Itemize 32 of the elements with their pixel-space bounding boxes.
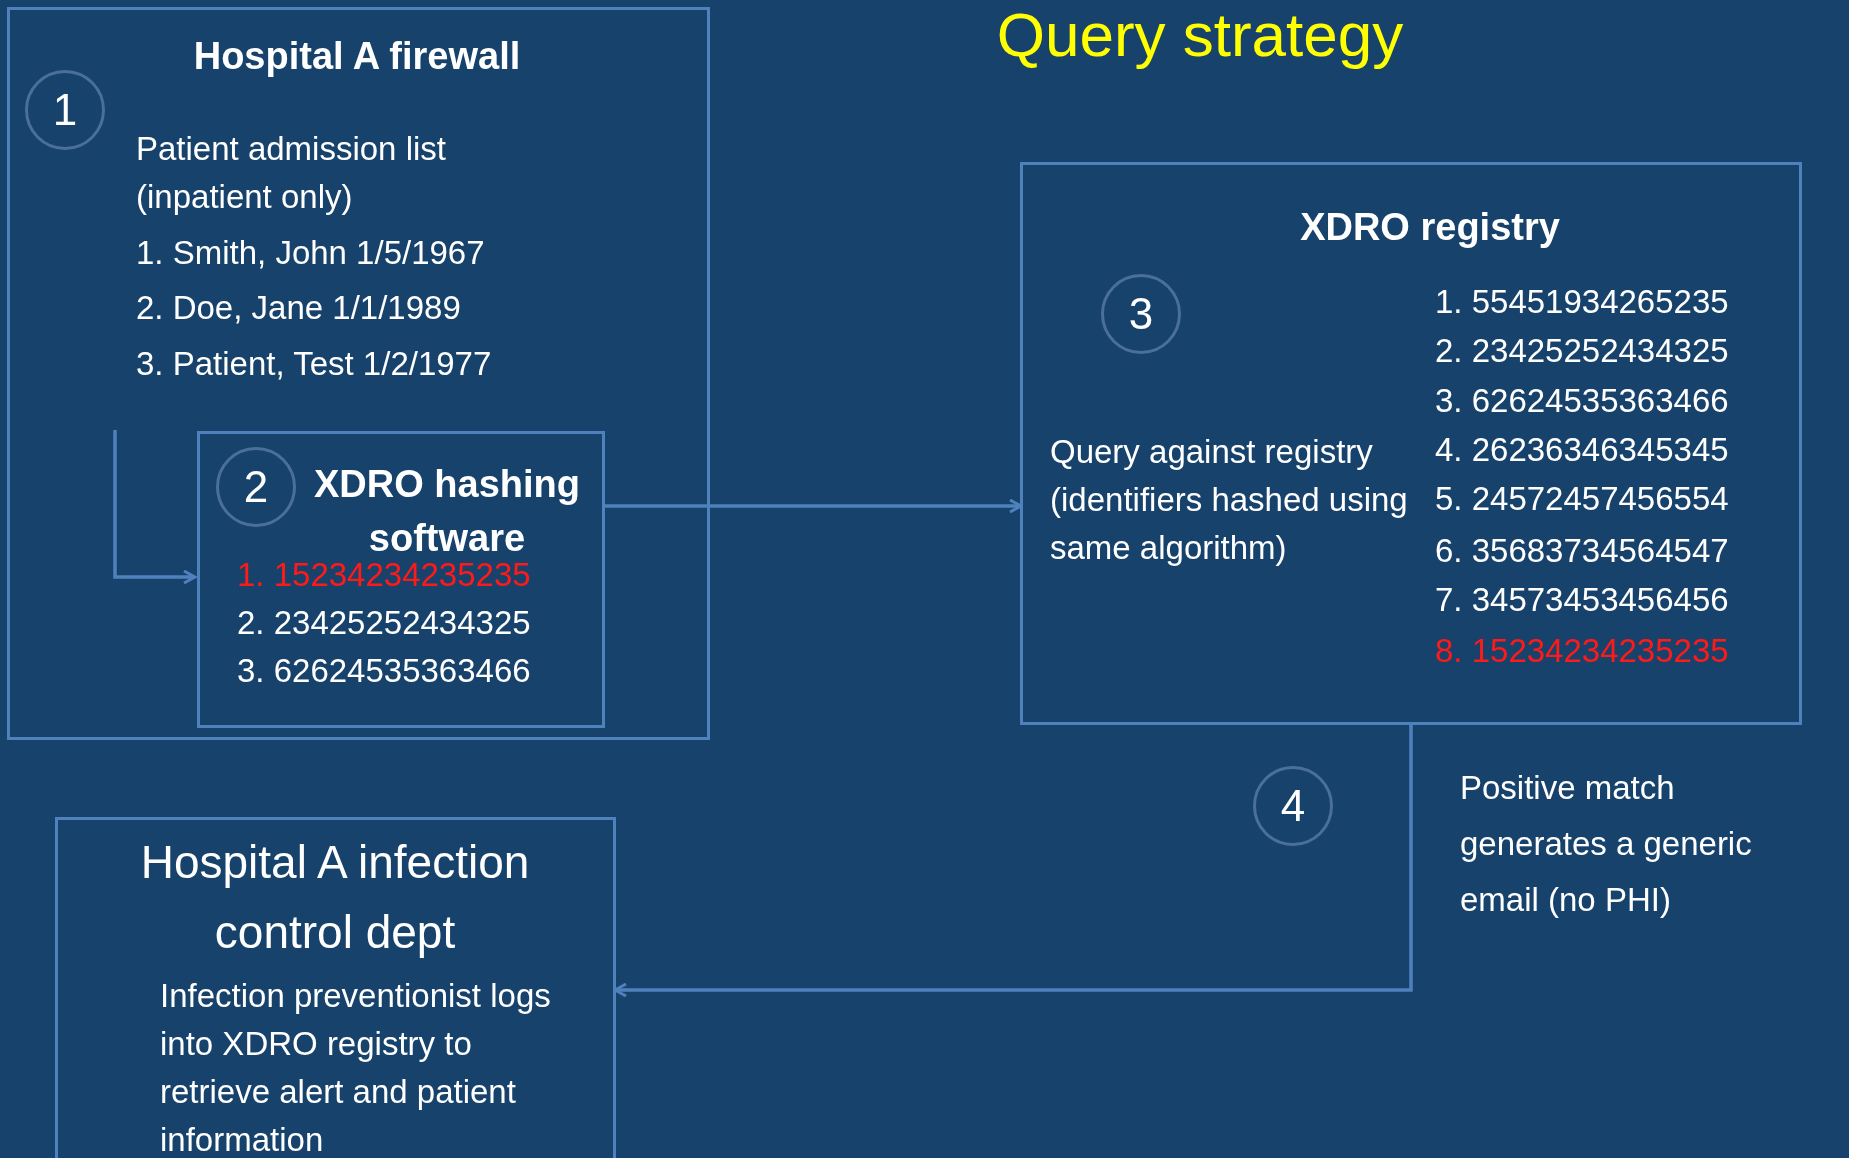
- step-number: 2: [242, 461, 270, 513]
- step-number: 1: [51, 84, 79, 136]
- process-box: [55, 817, 616, 1158]
- box-heading: Hospital A infection control dept: [139, 835, 531, 960]
- box-text: 4. 26236346345345: [1435, 430, 1730, 470]
- process-box: [197, 431, 605, 728]
- box-heading: Hospital A firewall: [192, 34, 522, 79]
- box-heading: XDRO registry: [1299, 205, 1561, 250]
- step-number: 3: [1127, 288, 1155, 340]
- box-text: Query against registry (identifiers hashed using same algorithm): [1050, 432, 1409, 568]
- arrow: [602, 498, 1023, 514]
- box-text: Infection preventionist logs into XDRO registry to retrieve alert and patient information: [160, 976, 552, 1158]
- process-box: [1020, 162, 1802, 725]
- step-number: 4: [1279, 780, 1307, 832]
- box-text: 1. 55451934265235: [1435, 282, 1730, 322]
- arrow: [613, 725, 1413, 998]
- box-text: 2. 23425252434325: [1435, 331, 1730, 371]
- box-text: 6. 35683734564547: [1435, 531, 1730, 571]
- box-text: Patient admission list (inpatient only): [136, 129, 447, 217]
- slide-title: Query strategy: [995, 0, 1405, 70]
- arrow: [113, 430, 197, 585]
- process-box: [7, 7, 710, 740]
- box-text: 3. 62624535363466: [1435, 381, 1730, 421]
- box-text: 7. 34573453456456: [1435, 580, 1730, 620]
- box-text: 2. 23425252434325: [237, 603, 532, 643]
- box-text: 3. Patient, Test 1/2/1977: [136, 344, 493, 384]
- box-text: 3. 62624535363466: [237, 651, 532, 691]
- box-text: 1. Smith, John 1/5/1967: [136, 233, 486, 273]
- box-text: 2. Doe, Jane 1/1/1989: [136, 288, 462, 328]
- box-text: 5. 24572457456554: [1435, 479, 1730, 519]
- note-text: Positive match generates a generic email (no PHI): [1460, 768, 1753, 920]
- box-text: 8. 15234234235235: [1435, 631, 1730, 671]
